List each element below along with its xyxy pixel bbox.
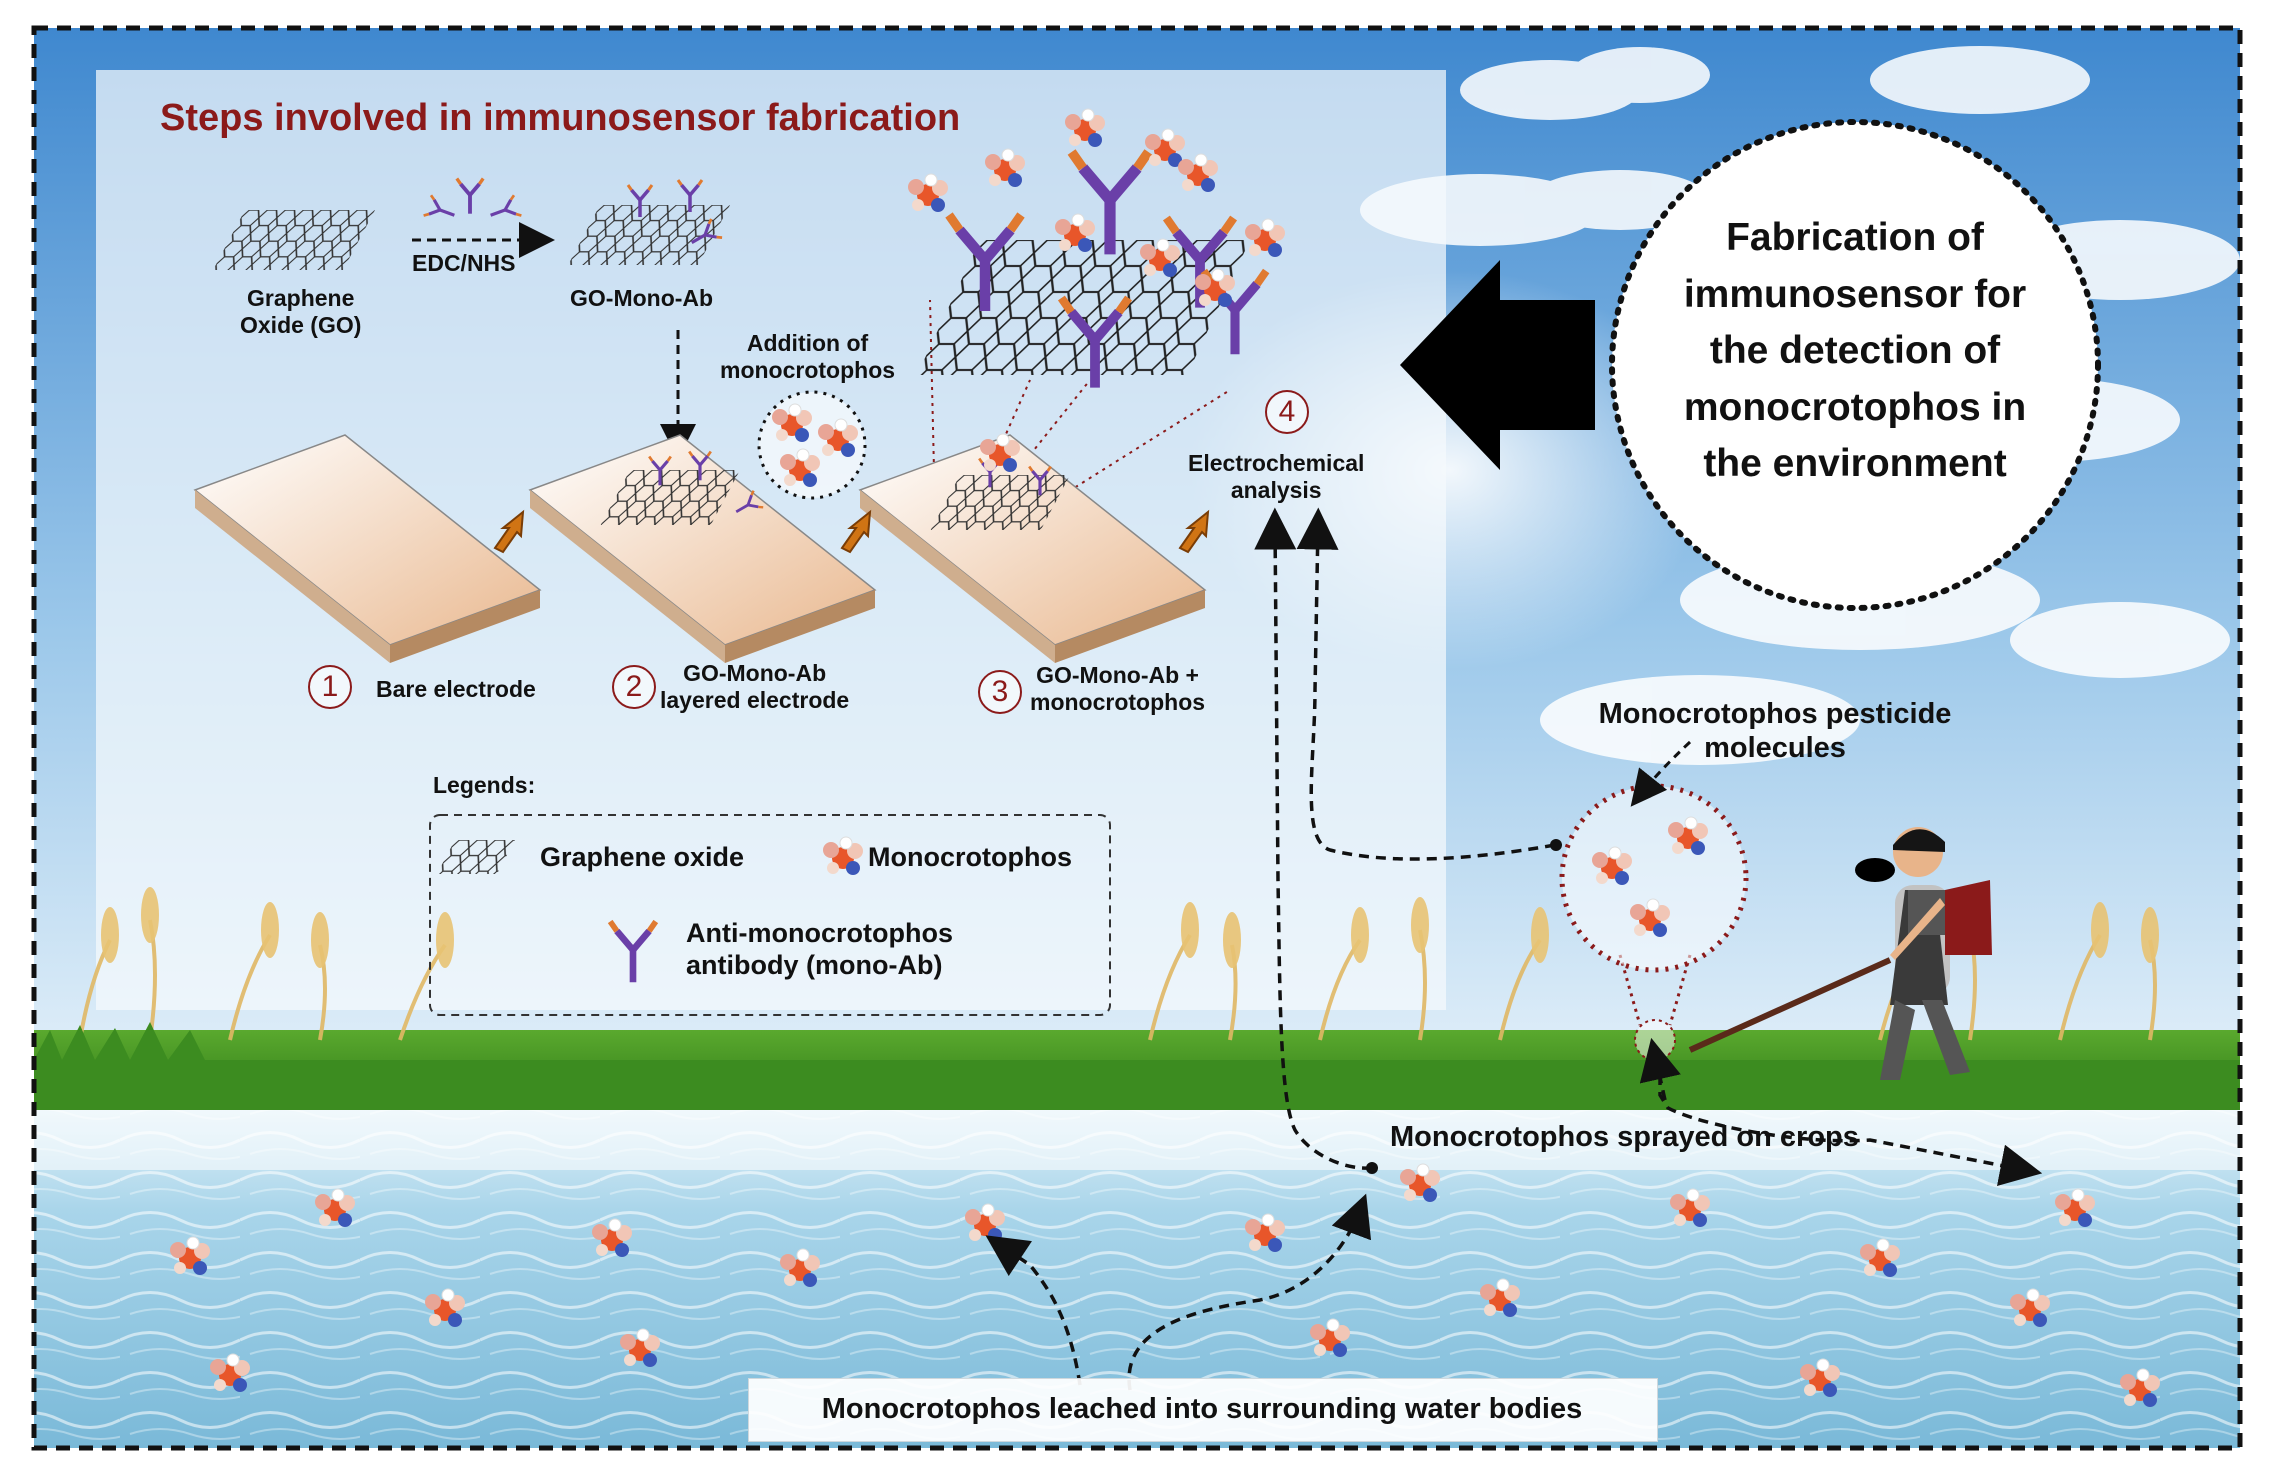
water-label-background xyxy=(748,1378,1658,1442)
legend-graphene-oxide: Graphene oxide xyxy=(540,842,745,872)
step-4-label: Electrochemical analysis xyxy=(1188,450,1365,504)
legend-box xyxy=(429,814,1111,1016)
graphene-oxide-label: Graphene Oxide (GO) xyxy=(240,285,362,339)
legend-antibody: Anti-monocrotophos antibody (mono-Ab) xyxy=(686,918,953,980)
edc-nhs-label: EDC/NHS xyxy=(412,250,516,276)
step-2-label: GO-Mono-Ab layered electrode xyxy=(660,660,850,714)
leached-callout: Monocrotophos leached into surrounding w… xyxy=(821,1393,1583,1425)
go-mono-ab-label: GO-Mono-Ab xyxy=(570,285,714,311)
electrode-3 xyxy=(858,433,1207,663)
step-1-number: 1 xyxy=(308,665,352,709)
step-2-number: 2 xyxy=(612,665,656,709)
addition-label: Addition of monocrotophos xyxy=(720,330,896,384)
electrode-1 xyxy=(193,434,542,663)
summary-circle xyxy=(1609,119,2101,611)
step-1-label: Bare electrode xyxy=(376,676,536,702)
page-title: Steps involved in immunosensor fabricati… xyxy=(160,97,961,139)
legend-monocrotophos: Monocrotophos xyxy=(868,842,1072,872)
step-3-label: GO-Mono-Ab + monocrotophos xyxy=(1030,662,1206,716)
step-4-number: 4 xyxy=(1265,390,1309,434)
electrode-2 xyxy=(528,434,877,663)
summary-circle-text: Fabrication of immunosensor for the dete… xyxy=(1683,216,2027,486)
step-3-number: 3 xyxy=(978,670,1022,714)
legend-heading: Legends: xyxy=(433,772,536,798)
big-left-arrow xyxy=(1400,260,1595,470)
sprayed-callout: Monocrotophos sprayed on crops xyxy=(1390,1121,1859,1153)
molecules-callout: Monocrotophos pesticide molecules xyxy=(1598,698,1952,765)
wheat-field xyxy=(34,887,2240,1110)
farmer xyxy=(1688,827,1992,1080)
